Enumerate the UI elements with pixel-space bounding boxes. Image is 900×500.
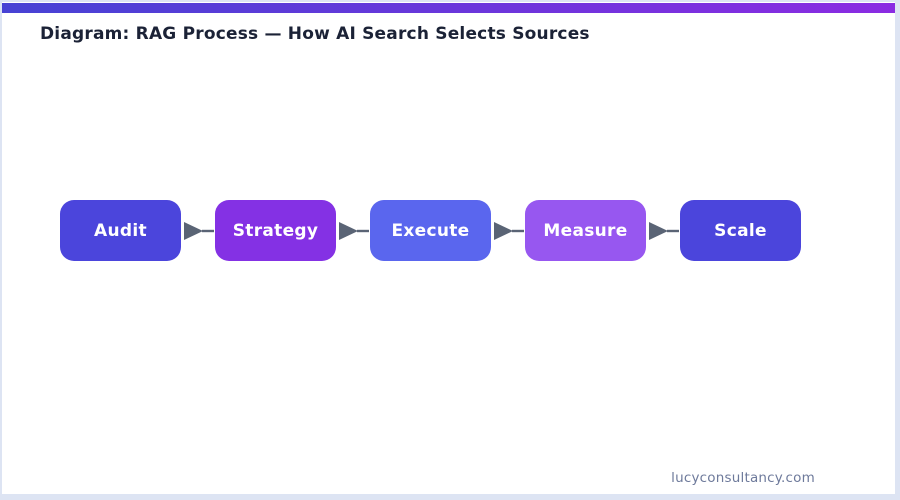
step-box-execute: Execute — [370, 200, 491, 261]
step-box-measure: Measure — [525, 200, 646, 261]
page-title: Diagram: RAG Process — How AI Search Sel… — [40, 24, 590, 44]
step-box-scale: Scale — [680, 200, 801, 261]
step-label: Strategy — [232, 220, 319, 241]
accent-bar — [0, 3, 900, 13]
flow-arrow-icon — [491, 221, 525, 241]
process-flow: Audit Strategy Execute Measure S — [60, 200, 801, 261]
step-box-strategy: Strategy — [215, 200, 336, 261]
step-label: Scale — [714, 220, 767, 241]
flow-arrow-icon — [336, 221, 370, 241]
step-label: Execute — [391, 220, 470, 241]
step-box-audit: Audit — [60, 200, 181, 261]
footer-watermark: lucyconsultancy.com — [671, 470, 815, 486]
flow-arrow-icon — [181, 221, 215, 241]
flow-arrow-icon — [646, 221, 680, 241]
step-label: Measure — [543, 220, 628, 241]
step-label: Audit — [94, 220, 147, 241]
